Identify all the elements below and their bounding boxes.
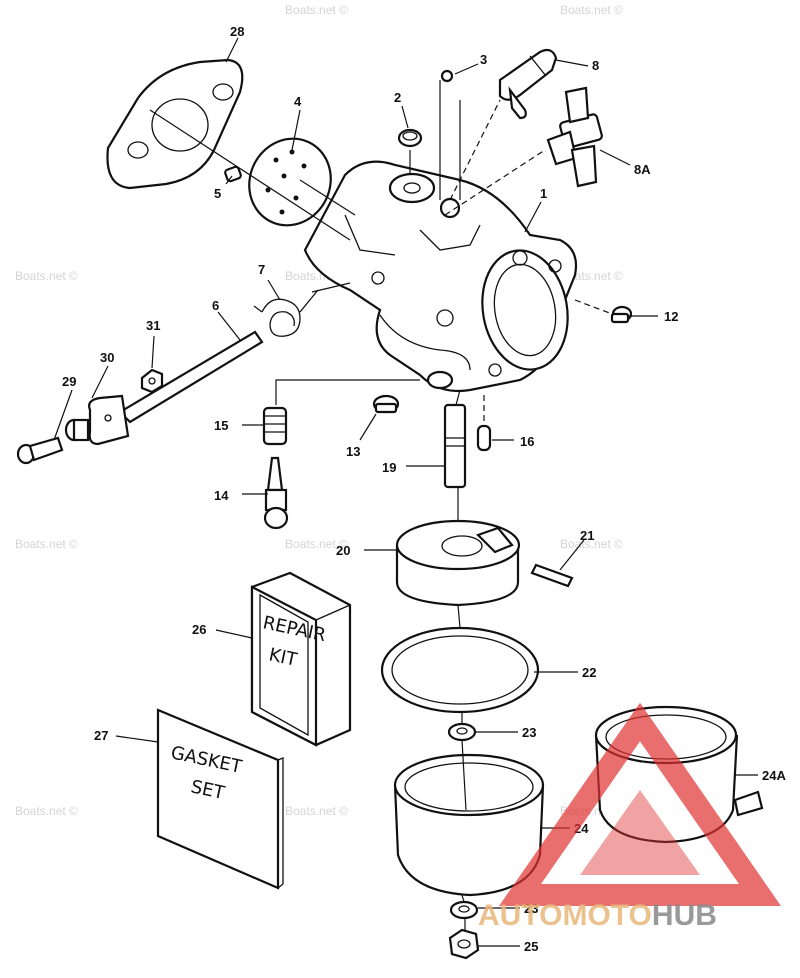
callout-27: 27 bbox=[94, 728, 108, 743]
watermark: Boats.net © bbox=[15, 804, 78, 818]
idle-needle-screw bbox=[263, 456, 289, 530]
callout-leaders bbox=[53, 37, 758, 947]
mounting-gasket bbox=[106, 58, 244, 190]
callout-30: 30 bbox=[100, 350, 114, 365]
watermark: Boats.net © bbox=[285, 804, 348, 818]
automotohub-logo: AUTOMOTOHUB bbox=[478, 702, 782, 932]
screw-5 bbox=[224, 165, 242, 183]
callout-25: 25 bbox=[524, 939, 538, 954]
washer-23-upper bbox=[447, 722, 477, 742]
gasket-set-envelope: GASKET SET bbox=[156, 708, 284, 890]
screw-12 bbox=[610, 305, 633, 324]
callout-22: 22 bbox=[582, 665, 596, 680]
nut-31 bbox=[140, 368, 164, 394]
callout-24a: 24A bbox=[762, 768, 786, 783]
ball-3 bbox=[440, 69, 454, 83]
callout-7: 7 bbox=[258, 262, 265, 277]
callout-23-upper: 23 bbox=[522, 725, 536, 740]
screw-13 bbox=[372, 394, 400, 414]
assembly-lines bbox=[149, 80, 613, 930]
nut-25 bbox=[448, 928, 480, 960]
watermark: Boats.net © bbox=[15, 537, 78, 551]
callout-16: 16 bbox=[520, 434, 534, 449]
float-bowl-gasket bbox=[380, 626, 540, 714]
callout-numbers: 28 4 2 3 8 8A 1 5 7 6 31 30 29 12 15 13 … bbox=[62, 24, 786, 954]
callout-8: 8 bbox=[592, 58, 599, 73]
callout-20: 20 bbox=[336, 543, 350, 558]
logo-auto: AUTO bbox=[478, 899, 562, 932]
fuel-elbow-fitting bbox=[498, 48, 558, 120]
bushing-30 bbox=[64, 418, 90, 442]
carburetor-body bbox=[303, 160, 578, 393]
callout-31: 31 bbox=[146, 318, 160, 333]
logo-auto-text: AUTOMOTOHUB bbox=[478, 899, 717, 932]
callout-26: 26 bbox=[192, 622, 206, 637]
repair-kit-box: REPAIR KIT bbox=[250, 571, 352, 747]
callout-29: 29 bbox=[62, 374, 76, 389]
spring-7 bbox=[253, 289, 319, 337]
logo-moto: MOTO bbox=[562, 899, 651, 932]
washer-23-lower bbox=[449, 900, 479, 920]
float-20 bbox=[395, 519, 521, 607]
watermark: Boats.net © bbox=[560, 3, 623, 17]
callout-5: 5 bbox=[214, 186, 221, 201]
throttle-shaft bbox=[88, 330, 264, 446]
float-bowl bbox=[393, 753, 545, 897]
watermark: Boats.net © bbox=[560, 537, 623, 551]
callout-1: 1 bbox=[540, 186, 547, 201]
callout-14: 14 bbox=[214, 488, 229, 503]
callout-28: 28 bbox=[230, 24, 244, 39]
diaphragm bbox=[248, 137, 332, 227]
callout-4: 4 bbox=[294, 94, 302, 109]
callout-13: 13 bbox=[346, 444, 360, 459]
callout-6: 6 bbox=[212, 298, 219, 313]
logo-hub: HUB bbox=[652, 899, 717, 932]
watermark: Boats.net © bbox=[15, 269, 78, 283]
float-pin bbox=[530, 563, 574, 588]
callout-12: 12 bbox=[664, 309, 678, 324]
fuel-tee-fitting bbox=[546, 86, 603, 188]
watermark: Boats.net © bbox=[285, 537, 348, 551]
callout-19: 19 bbox=[382, 460, 396, 475]
plug-2 bbox=[397, 128, 423, 148]
watermark: Boats.net © bbox=[285, 3, 348, 17]
callout-2: 2 bbox=[394, 90, 401, 105]
screw-29 bbox=[16, 436, 64, 465]
main-jet-tube bbox=[443, 403, 467, 489]
pin-16 bbox=[476, 424, 492, 452]
callout-15: 15 bbox=[214, 418, 228, 433]
callout-3: 3 bbox=[480, 52, 487, 67]
callout-21: 21 bbox=[580, 528, 594, 543]
spring-15 bbox=[262, 406, 288, 446]
callout-8a: 8A bbox=[634, 162, 651, 177]
